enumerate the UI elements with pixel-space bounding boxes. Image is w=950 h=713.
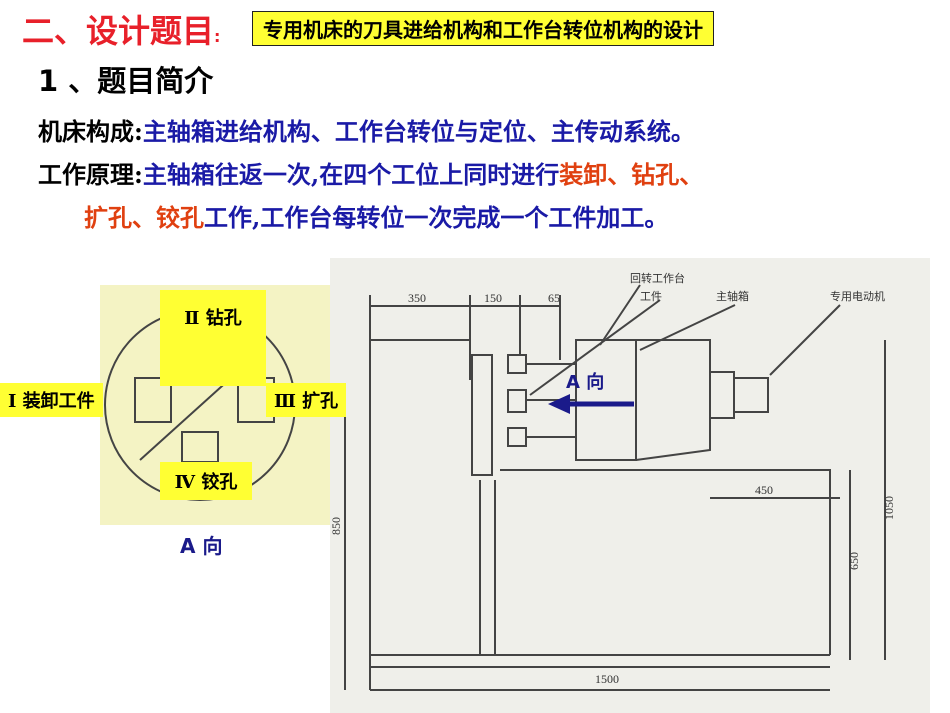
workpiece-2 — [507, 389, 527, 413]
principle-label: 工作原理: — [38, 160, 143, 189]
principle-text-b: 工作,工作台每转位一次完成一个工件加工。 — [204, 203, 669, 232]
dim-65: 65 — [548, 291, 560, 305]
rotary-table — [471, 354, 493, 476]
composition-label: 机床构成: — [38, 117, 143, 146]
principle-line-2: 扩孔、铰孔工作,工作台每转位一次完成一个工件加工。 — [84, 198, 668, 233]
dim-450: 450 — [755, 483, 773, 497]
station-4-label: Ⅳ 铰孔 — [160, 462, 252, 500]
motor-body — [733, 377, 769, 413]
principle-text-a: 主轴箱往返一次,在四个工位上同时进行 — [142, 160, 560, 189]
dim-150: 150 — [484, 291, 502, 305]
dim-1050: 1050 — [882, 496, 896, 520]
slide-title: 二、设计题目: — [22, 6, 220, 52]
spindle-box — [575, 339, 637, 461]
station-1-label: Ⅰ 装卸工件 — [0, 383, 103, 417]
leader-motor — [769, 304, 841, 376]
section-heading: 1 、题目简介 — [38, 64, 214, 98]
topic-banner: 专用机床的刀具进给机构和工作台转位机构的设计 — [252, 11, 714, 46]
leader-workpiece — [529, 299, 661, 396]
direction-a-arrow-head — [548, 394, 570, 414]
inset-fixture-left — [134, 377, 172, 423]
inset-fixture-bottom — [181, 431, 219, 463]
station-2-label: Ⅱ 钻孔 — [160, 290, 266, 386]
workpiece-1 — [507, 354, 527, 374]
dim-350: 350 — [408, 291, 426, 305]
principle-highlight-b: 扩孔、铰孔 — [84, 203, 204, 232]
slide-title-colon: : — [214, 27, 221, 46]
motor-flange — [709, 371, 735, 419]
workpiece-3 — [507, 427, 527, 447]
principle-line-1: 工作原理:主轴箱往返一次,在四个工位上同时进行装卸、钻孔、 — [38, 155, 703, 190]
headstock-body — [635, 339, 711, 461]
slide-title-text: 二、设计题目 — [22, 12, 215, 50]
callout-rotary-table: 回转工作台 — [630, 271, 685, 285]
dim-650: 650 — [847, 552, 861, 570]
bed-outline-left — [369, 339, 471, 690]
composition-line: 机床构成:主轴箱进给机构、工作台转位与定位、主传动系统。 — [38, 112, 695, 147]
dim-850: 850 — [329, 517, 343, 535]
bed-top-right — [500, 469, 831, 655]
direction-a-label-bottom: A 向 — [180, 534, 223, 558]
composition-text: 主轴箱进给机构、工作台转位与定位、主传动系统。 — [142, 117, 695, 146]
callout-motor: 专用电动机 — [830, 289, 885, 303]
leader-rotary-table — [599, 284, 641, 346]
station-3-label: Ⅲ 扩孔 — [266, 383, 347, 417]
callout-spindle-box: 主轴箱 — [716, 289, 749, 303]
direction-a-label-top: A 向 — [566, 372, 605, 393]
leader-spindle-box — [639, 304, 736, 351]
principle-highlight-a: 装卸、钻孔、 — [559, 160, 704, 189]
callout-workpiece: 工件 — [640, 290, 662, 303]
dim-1500: 1500 — [595, 672, 619, 686]
